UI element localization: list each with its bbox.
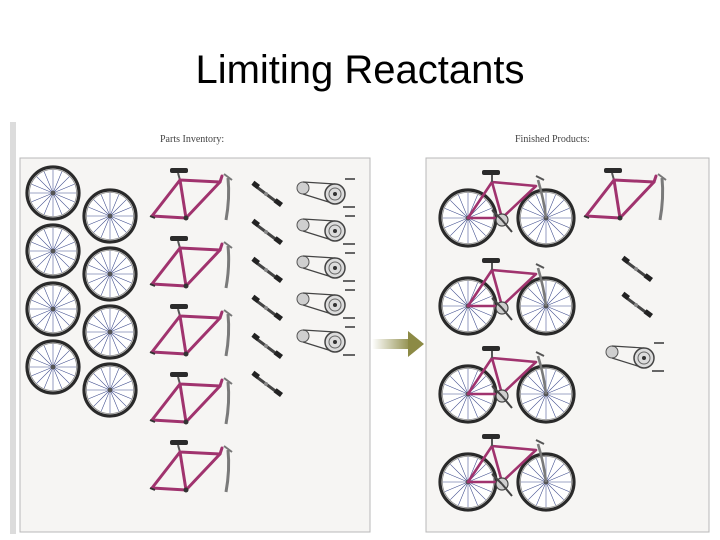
reaction-arrow-icon xyxy=(372,331,424,357)
bicycle-wheel-icon xyxy=(82,188,138,244)
leftover-pedal-icon xyxy=(621,255,653,283)
bicycle-wheel-icon xyxy=(25,339,81,395)
gear-set-icon xyxy=(296,252,355,282)
pedal-icon xyxy=(251,332,283,360)
leftover-gear-icon xyxy=(605,342,664,372)
gear-set-icon xyxy=(296,289,355,319)
pedal-icon xyxy=(251,370,283,398)
bicycle-frame-icon xyxy=(149,440,233,493)
inventory-parts xyxy=(25,165,355,493)
pedal-icon xyxy=(251,294,283,322)
bicycle-icon xyxy=(438,170,576,248)
products-label: Finished Products: xyxy=(515,134,590,145)
gear-set-icon xyxy=(296,215,355,245)
page-edge xyxy=(10,122,16,534)
bicycle-frame-icon xyxy=(149,236,233,289)
slide-title: Limiting Reactants xyxy=(195,48,525,92)
gear-set-icon xyxy=(296,178,355,208)
pedal-icon xyxy=(251,218,283,246)
bicycle-wheel-icon xyxy=(82,246,138,302)
inventory-label: Parts Inventory: xyxy=(160,134,224,145)
bicycle-wheel-icon xyxy=(25,165,81,221)
pedal-icon xyxy=(251,180,283,208)
leftover-pedal-icon xyxy=(621,291,653,319)
gear-set-icon xyxy=(296,326,355,356)
bicycle-icon xyxy=(438,346,576,424)
products-parts xyxy=(438,168,667,512)
bicycle-wheel-icon xyxy=(25,223,81,279)
bicycle-wheel-icon xyxy=(82,362,138,418)
bicycle-icon xyxy=(438,434,576,512)
leftover-frame-icon xyxy=(583,168,667,221)
figure-canvas: Parts Inventory: Finished Products: xyxy=(10,122,710,534)
bicycle-wheel-icon xyxy=(82,304,138,360)
bicycle-frame-icon xyxy=(149,372,233,425)
bicycle-wheel-icon xyxy=(25,281,81,337)
products-panel: Finished Products: xyxy=(425,134,710,533)
pedal-icon xyxy=(251,256,283,284)
inventory-panel: Parts Inventory: xyxy=(19,134,371,533)
bicycle-icon xyxy=(438,258,576,336)
reaction-figure: Parts Inventory: Finished Products: xyxy=(10,122,710,537)
bicycle-frame-icon xyxy=(149,168,233,221)
bicycle-frame-icon xyxy=(149,304,233,357)
